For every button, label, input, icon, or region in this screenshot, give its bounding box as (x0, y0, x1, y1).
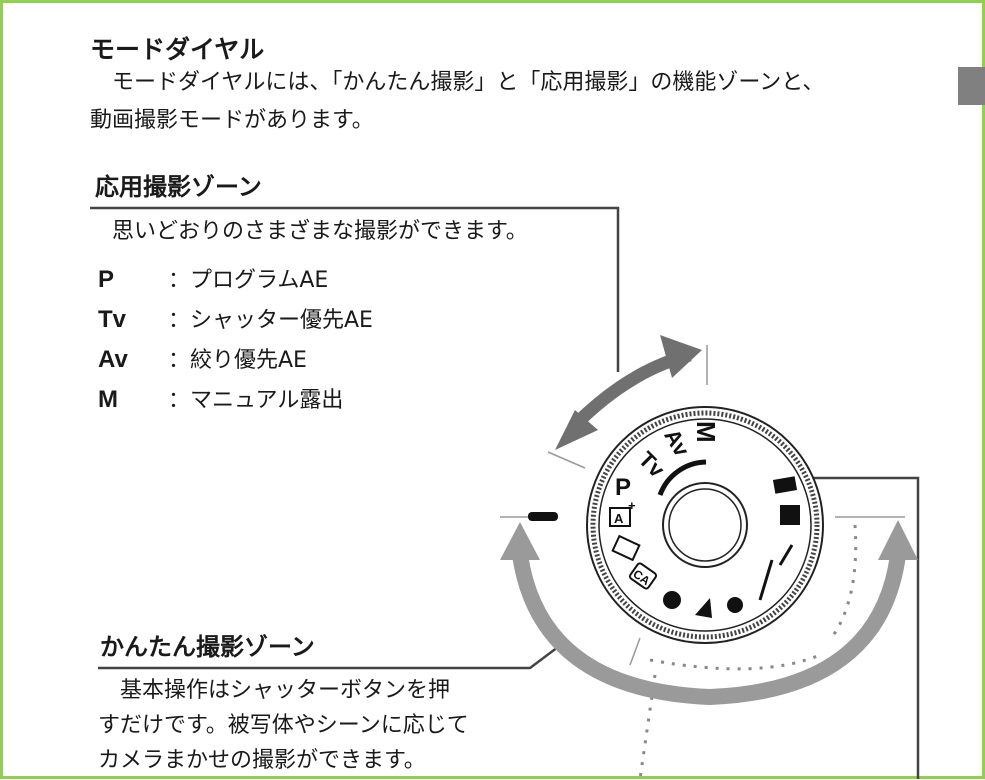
mode-key: P (98, 266, 115, 293)
movie-leader (812, 476, 920, 779)
advanced-zone-leader (90, 206, 620, 372)
mode-key: M (98, 386, 118, 413)
mode-av: Av ：絞り優先AE (98, 342, 307, 374)
basic-zone-heading: かんたん撮影ゾーン (100, 633, 315, 661)
advanced-zone-heading: 応用撮影ゾーン (95, 173, 262, 201)
basic-zone-line-2: すだけです。被写体やシーンに応じて (98, 713, 469, 738)
intro-line-1: モードダイヤルには、「かんたん撮影」と「応用撮影」の機能ゾーンと、 (90, 70, 825, 95)
mode-tv: Tv ：シャッター優先AE (98, 302, 373, 334)
basic-zone-line-3: カメラまかせの撮影ができます。 (98, 748, 426, 773)
arrow-head-right (660, 335, 702, 378)
mode-desc: ：プログラムAE (168, 268, 329, 293)
advanced-zone-description: 思いどおりのさまざまな撮影ができます。 (90, 219, 528, 244)
mode-key: Tv (98, 306, 127, 333)
mode-desc: ：マニュアル露出 (168, 388, 344, 413)
mode-desc: ：シャッター優先AE (168, 308, 373, 333)
basic-zone-leader (98, 643, 563, 670)
basic-zone-line-1: 基本操作はシャッターボタンを押 (98, 678, 451, 703)
svg-text:+: + (628, 498, 636, 513)
mode-desc: ：絞り優先AE (168, 348, 307, 373)
mode-p: P ：プログラムAE (98, 262, 328, 294)
dial-m: M (691, 421, 721, 443)
page-title: モードダイヤル (90, 35, 265, 64)
mode-m: M ：マニュアル露出 (98, 382, 343, 414)
section-tab (958, 67, 985, 105)
svg-text:A: A (614, 511, 624, 526)
arrow-head-left (555, 410, 598, 450)
intro-line-2: 動画撮影モードがあります。 (90, 108, 374, 133)
dial-p: P (615, 474, 631, 501)
mode-key: Av (98, 346, 128, 373)
